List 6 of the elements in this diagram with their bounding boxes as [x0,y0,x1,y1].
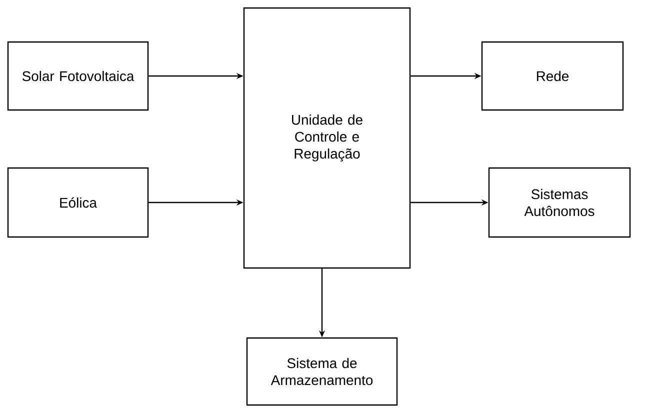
control-unit-box: Unidade de Controle e Regulação [243,7,411,269]
output-box: Sistemas Autônomos [488,167,631,238]
output-box: Rede [481,41,624,111]
storage-box: Sistema de Armazenamento [246,337,398,406]
source-box: Solar Fotovoltaica [7,41,149,111]
source-box: Eólica [7,167,149,238]
